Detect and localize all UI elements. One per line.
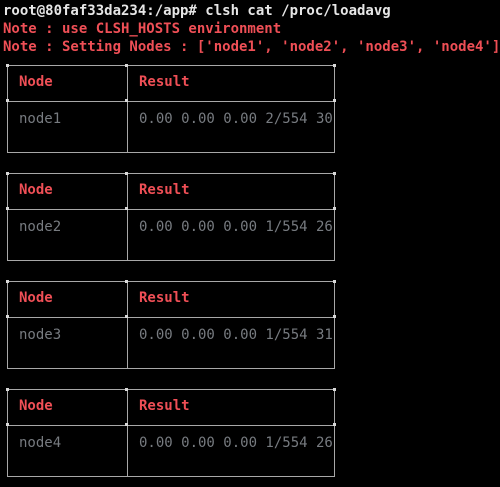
loadavg-result-cell: 0.00 0.00 0.00 2/554 30 xyxy=(139,111,333,127)
table-corner xyxy=(6,207,9,210)
column-header-result: Result xyxy=(139,74,190,90)
table-column-divider xyxy=(127,174,128,260)
node-name-cell: node3 xyxy=(19,327,62,343)
loadavg-result-cell: 0.00 0.00 0.00 1/554 31 xyxy=(139,327,333,343)
table-corner xyxy=(6,315,9,318)
column-header-result: Result xyxy=(139,398,190,414)
node-name-cell: node2 xyxy=(19,219,62,235)
table-corner xyxy=(6,280,9,283)
table-corner xyxy=(125,315,128,318)
table-header-divider xyxy=(8,209,334,210)
table-header-divider xyxy=(8,425,334,426)
column-header-node: Node xyxy=(19,398,53,414)
column-header-result: Result xyxy=(139,290,190,306)
table-corner xyxy=(125,172,128,175)
table-corner xyxy=(125,207,128,210)
result-table-node2: Node Result node2 0.00 0.00 0.00 1/554 2… xyxy=(6,172,336,261)
result-table-node4: Node Result node4 0.00 0.00 0.00 1/554 2… xyxy=(6,388,336,477)
table-corner xyxy=(333,99,336,102)
command-prompt-line: root@80faf33da234:/app# clsh cat /proc/l… xyxy=(3,3,391,19)
note-nodes-line: Note : Setting Nodes : ['node1', 'node2'… xyxy=(3,39,500,55)
table-corner xyxy=(125,99,128,102)
note-env-line: Note : use CLSH_HOSTS environment xyxy=(3,21,282,37)
table-corner xyxy=(6,388,9,391)
table-corner xyxy=(333,315,336,318)
table-corner xyxy=(333,423,336,426)
result-table-node1: Node Result node1 0.00 0.00 0.00 2/554 3… xyxy=(6,64,336,153)
table-header-divider xyxy=(8,317,334,318)
table-corner xyxy=(6,99,9,102)
table-corner xyxy=(125,280,128,283)
table-corner xyxy=(6,64,9,67)
column-header-node: Node xyxy=(19,290,53,306)
table-corner xyxy=(333,172,336,175)
loadavg-result-cell: 0.00 0.00 0.00 1/554 26 xyxy=(139,435,333,451)
table-corner xyxy=(333,280,336,283)
table-corner xyxy=(6,172,9,175)
loadavg-result-cell: 0.00 0.00 0.00 1/554 26 xyxy=(139,219,333,235)
table-corner xyxy=(333,64,336,67)
result-table-node3: Node Result node3 0.00 0.00 0.00 1/554 3… xyxy=(6,280,336,369)
table-corner xyxy=(125,423,128,426)
table-column-divider xyxy=(127,282,128,368)
column-header-node: Node xyxy=(19,74,53,90)
node-name-cell: node1 xyxy=(19,111,62,127)
table-header-divider xyxy=(8,101,334,102)
table-column-divider xyxy=(127,66,128,152)
table-column-divider xyxy=(127,390,128,476)
table-corner xyxy=(333,207,336,210)
table-corner xyxy=(6,423,9,426)
column-header-node: Node xyxy=(19,182,53,198)
table-corner xyxy=(333,388,336,391)
table-corner xyxy=(125,64,128,67)
table-corner xyxy=(125,388,128,391)
column-header-result: Result xyxy=(139,182,190,198)
node-name-cell: node4 xyxy=(19,435,62,451)
